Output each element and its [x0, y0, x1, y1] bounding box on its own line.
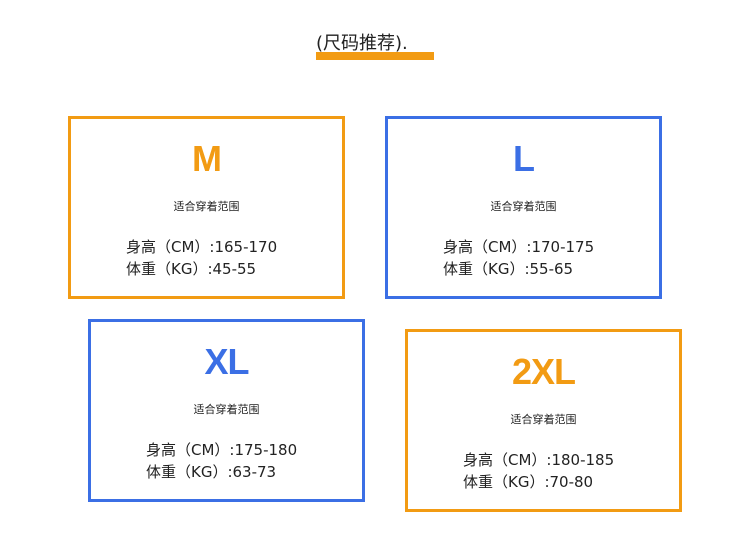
fit-range-label: 适合穿着范围	[173, 200, 240, 213]
fit-range-label: 适合穿着范围	[490, 200, 557, 213]
weight-range: 体重（KG）:45-55	[126, 260, 257, 278]
weight-range: 体重（KG）:63-73	[146, 463, 277, 481]
weight-range: 体重（KG）:70-80	[463, 473, 594, 491]
page-title-block: (尺码推荐).	[316, 32, 436, 62]
size-card-2xl: 2XL 适合穿着范围 身高（CM）:180-185 体重（KG）:70-80	[405, 329, 682, 512]
weight-range: 体重（KG）:55-65	[443, 260, 574, 278]
size-label: L	[513, 138, 535, 179]
height-range: 身高（CM）:170-175	[443, 238, 595, 256]
size-card-xl: XL 适合穿着范围 身高（CM）:175-180 体重（KG）:63-73	[88, 319, 365, 502]
height-range: 身高（CM）:180-185	[463, 451, 615, 469]
page-title: (尺码推荐).	[316, 33, 408, 54]
height-range: 身高（CM）:175-180	[146, 441, 298, 459]
size-label: XL	[204, 341, 249, 382]
fit-range-label: 适合穿着范围	[510, 413, 577, 426]
title-underline	[316, 52, 434, 60]
size-card-m: M 适合穿着范围 身高（CM）:165-170 体重（KG）:45-55	[68, 116, 345, 299]
size-card-l: L 适合穿着范围 身高（CM）:170-175 体重（KG）:55-65	[385, 116, 662, 299]
height-range: 身高（CM）:165-170	[126, 238, 278, 256]
fit-range-label: 适合穿着范围	[193, 403, 260, 416]
size-label: 2XL	[511, 351, 576, 392]
size-label: M	[192, 138, 222, 179]
